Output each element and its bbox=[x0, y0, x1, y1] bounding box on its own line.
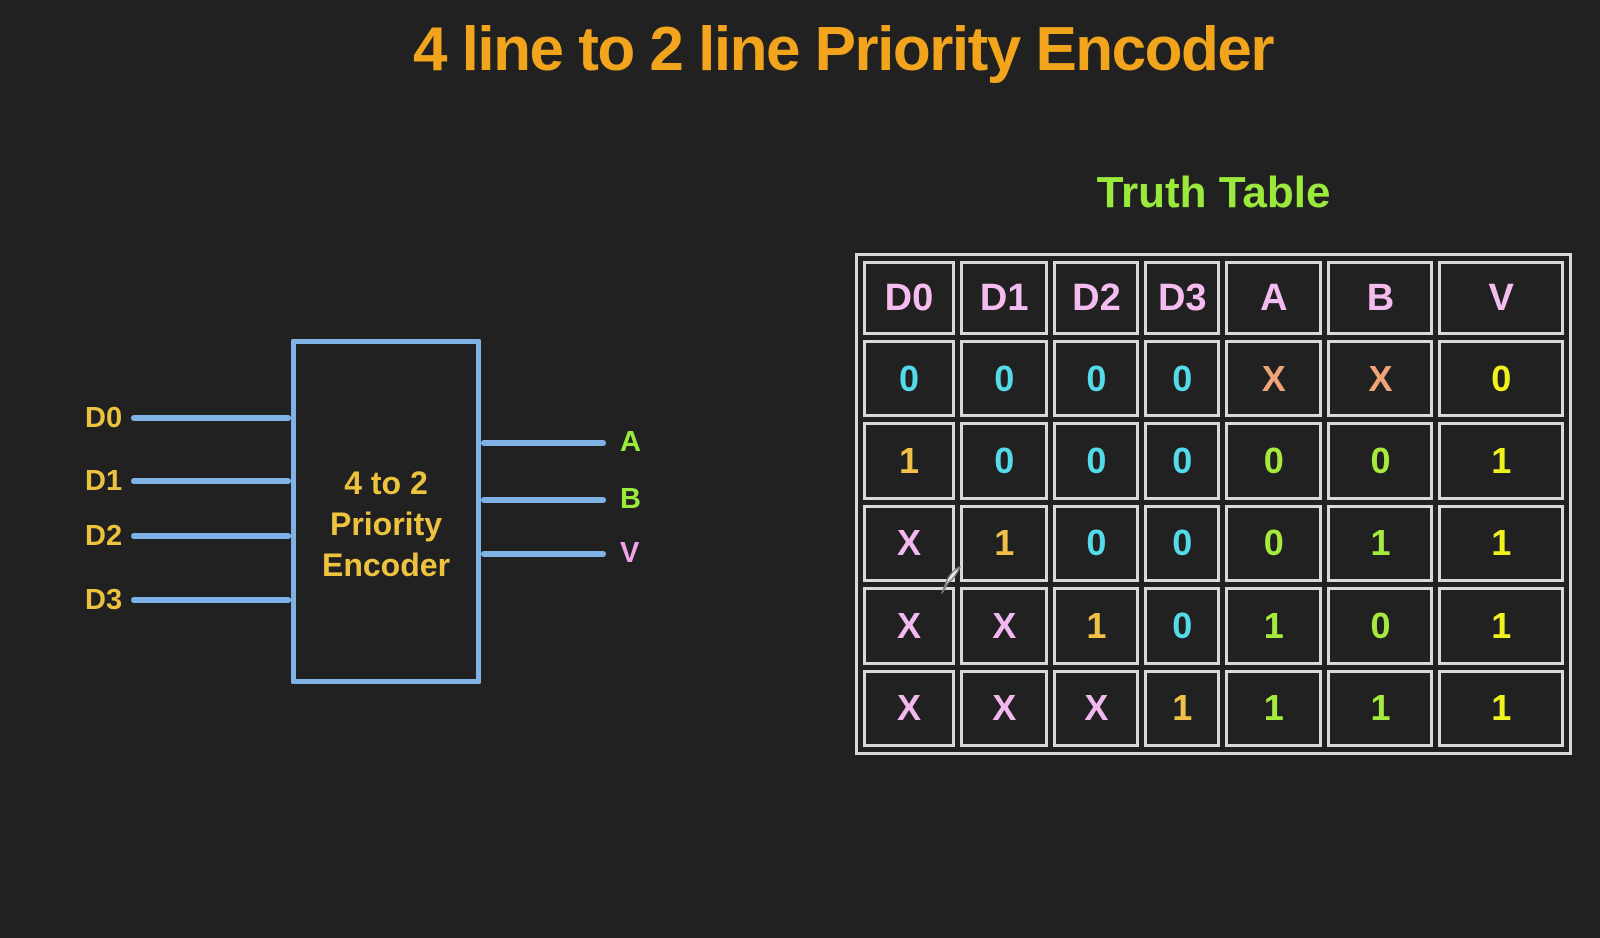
cell-r3-b: 1 bbox=[1327, 504, 1434, 583]
cell-r3-d2: 0 bbox=[1053, 504, 1140, 583]
cell-r4-d1: X bbox=[959, 587, 1049, 665]
cell-r3-d3: 0 bbox=[1144, 504, 1221, 583]
input-label-d1: D1 bbox=[85, 465, 123, 497]
cell-r3-v: 1 bbox=[1438, 504, 1564, 583]
page-title: 4 line to 2 line Priority Encoder bbox=[412, 15, 1275, 84]
cell-r5-d2: X bbox=[1053, 669, 1140, 747]
input-wire-d0 bbox=[131, 415, 291, 421]
output-label-b: B bbox=[620, 483, 641, 515]
encoder-box: 4 to 2 Priority Encoder bbox=[291, 339, 481, 684]
truth-table-heading: Truth Table bbox=[1096, 168, 1331, 217]
input-label-d3: D3 bbox=[85, 584, 123, 616]
cell-r3-d0: X bbox=[863, 504, 955, 583]
cell-r4-d3: 0 bbox=[1144, 587, 1221, 665]
cell-r4-v: 1 bbox=[1438, 587, 1564, 665]
encoder-box-label-line3: Encoder bbox=[321, 547, 451, 583]
truth-table-col-b: B bbox=[1327, 261, 1434, 335]
output-wire-a bbox=[481, 440, 606, 446]
cell-r2-a: 0 bbox=[1225, 422, 1323, 500]
cell-r3-a: 0 bbox=[1225, 504, 1323, 583]
encoder-box-label-line2: Priority bbox=[329, 506, 443, 542]
cell-r4-a: 1 bbox=[1225, 587, 1323, 665]
cell-r4-b: 0 bbox=[1327, 587, 1434, 665]
cell-r1-d2: 0 bbox=[1053, 340, 1140, 418]
cell-r1-d3: 0 bbox=[1144, 340, 1221, 418]
truth-table-col-d2: D2 bbox=[1053, 261, 1140, 335]
cell-r3-d1: 1 bbox=[959, 504, 1049, 583]
truth-table-col-d3: D3 bbox=[1144, 261, 1221, 335]
cell-r2-d0: 1 bbox=[863, 422, 955, 500]
encoder-box-label-line1: 4 to 2 bbox=[344, 465, 428, 501]
pen-cursor-icon bbox=[941, 566, 961, 594]
cell-r5-v: 1 bbox=[1438, 669, 1564, 747]
cell-r5-d0: X bbox=[863, 669, 955, 747]
truth-table-col-v: V bbox=[1438, 261, 1564, 335]
input-label-d2: D2 bbox=[85, 520, 123, 552]
input-wire-d2 bbox=[131, 533, 291, 539]
cell-r4-d0: X bbox=[863, 587, 955, 665]
output-label-v: V bbox=[620, 537, 640, 569]
output-label-a: A bbox=[620, 426, 641, 458]
cell-r2-b: 0 bbox=[1327, 422, 1434, 500]
output-wire-v bbox=[481, 551, 606, 557]
cell-r1-a: X bbox=[1225, 340, 1323, 418]
input-wire-d1 bbox=[131, 478, 291, 484]
cell-r5-d1: X bbox=[959, 669, 1049, 747]
cell-r2-v: 1 bbox=[1438, 422, 1564, 500]
cell-r5-b: 1 bbox=[1327, 669, 1434, 747]
cell-r2-d2: 0 bbox=[1053, 422, 1140, 500]
input-wire-d3 bbox=[131, 597, 291, 603]
truth-table-col-a: A bbox=[1225, 261, 1323, 335]
cell-r4-d2: 1 bbox=[1053, 587, 1140, 665]
truth-table-col-d0: D0 bbox=[863, 261, 955, 335]
cell-r1-d1: 0 bbox=[959, 340, 1049, 418]
output-wire-b bbox=[481, 497, 606, 503]
cell-r2-d1: 0 bbox=[959, 422, 1049, 500]
input-label-d0: D0 bbox=[85, 402, 123, 434]
cell-r5-a: 1 bbox=[1225, 669, 1323, 747]
truth-table-col-d1: D1 bbox=[959, 261, 1049, 335]
cell-r2-d3: 0 bbox=[1144, 422, 1221, 500]
cell-r1-d0: 0 bbox=[863, 340, 955, 418]
cell-r1-b: X bbox=[1327, 340, 1434, 418]
cell-r1-v: 0 bbox=[1438, 340, 1564, 418]
cell-r5-d3: 1 bbox=[1144, 669, 1221, 747]
